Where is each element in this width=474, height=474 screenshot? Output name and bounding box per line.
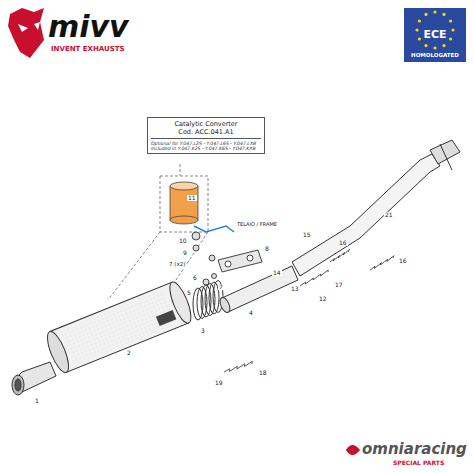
callout-number: 1 xyxy=(34,398,40,404)
link-pipe xyxy=(218,266,298,314)
callout-number: 5 xyxy=(186,290,192,296)
callout-number: 8 xyxy=(264,246,270,252)
brand-tagline: SPECIAL PARTS xyxy=(392,460,445,466)
end-cap xyxy=(12,362,56,395)
callout-number: 6 xyxy=(192,275,198,281)
badge: ECE HOMOLOGATED xyxy=(404,8,466,62)
callout-box: Catalytic ConverterCod. ACC.041.A1Option… xyxy=(147,117,265,154)
callout-number: 15 xyxy=(302,232,312,238)
callout-number: 4 xyxy=(248,310,254,316)
brand-name: omniaracing xyxy=(362,442,467,457)
badge-text: HOMOLOGATED xyxy=(404,52,466,58)
brand-name: mivv xyxy=(48,12,129,42)
catalytic-converter xyxy=(170,182,198,224)
callout-heading: Catalytic Converter xyxy=(151,120,261,128)
callout-heading: Cod. ACC.041.A1 xyxy=(151,128,261,139)
callout-number: 3 xyxy=(200,328,206,334)
brand-logo xyxy=(8,8,44,58)
leader-line xyxy=(108,164,208,300)
callout-number: 12 xyxy=(318,296,328,302)
callout-number: 7 xyxy=(218,284,224,290)
spring xyxy=(224,250,394,373)
brand-logo xyxy=(346,445,360,455)
callout-number: 11 xyxy=(187,195,197,201)
clamp-spring xyxy=(193,281,223,321)
badge-text: ECE xyxy=(404,28,466,41)
callout-number: 17 xyxy=(334,282,344,288)
callout-note: Optional for Y.047.L2S - Y.047.L6S - Y.0… xyxy=(151,141,261,146)
callout-number: 13 xyxy=(290,286,300,292)
muffler xyxy=(43,280,195,375)
callout-number: 16 xyxy=(338,240,348,246)
callout-note: Included in Y.047.K2S - Y.047.K6S - Y.04… xyxy=(151,146,261,151)
part-note: TELAIO / FRAME xyxy=(236,222,278,227)
header-pipe xyxy=(292,140,460,276)
callout-number: 14 xyxy=(272,270,282,276)
callout-number: 19 xyxy=(214,380,224,386)
bracket xyxy=(192,226,262,285)
callout-number: 16 xyxy=(398,258,408,264)
callout-number: 21 xyxy=(384,212,394,218)
callout-number: 2 xyxy=(126,350,132,356)
callout-number: 18 xyxy=(258,370,268,376)
callout-number: 10 xyxy=(178,238,188,244)
callout-number: 9 xyxy=(182,250,188,256)
ece-badge xyxy=(404,8,466,62)
callout-number: 7 (x2) xyxy=(168,262,186,268)
brand-tagline: INVENT EXHAUSTS xyxy=(50,46,126,53)
